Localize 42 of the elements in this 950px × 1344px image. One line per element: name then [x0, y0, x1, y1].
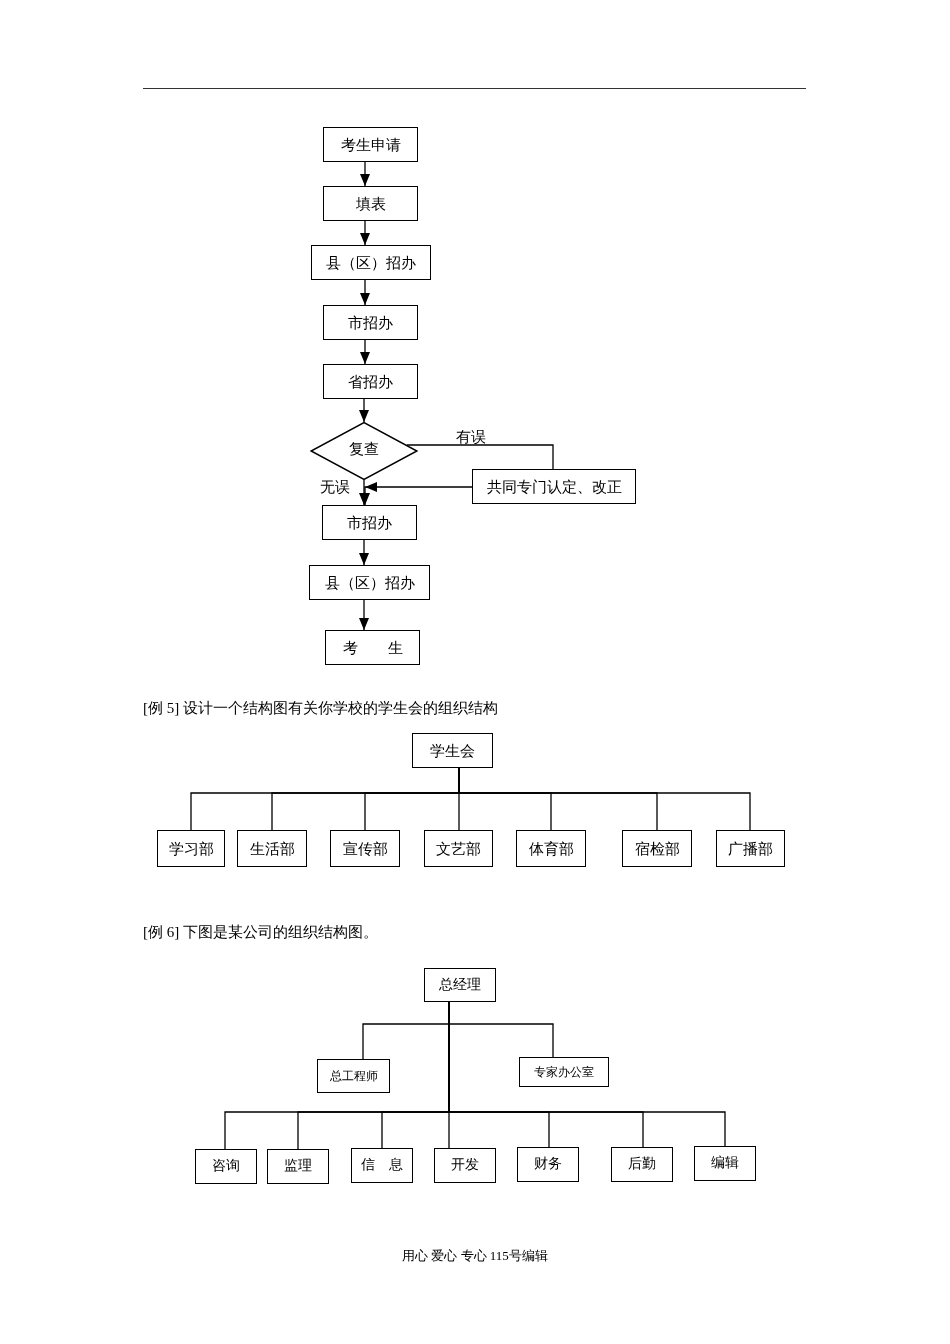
org-chart-box: 总工程师 — [317, 1059, 390, 1093]
arrow — [359, 539, 369, 566]
example-heading: [例 5] 设计一个结构图有关你学校的学生会的组织结构 — [143, 699, 498, 717]
org-chart-box: 咨询 — [195, 1149, 257, 1184]
org-chart-box: 专家办公室 — [519, 1057, 609, 1087]
arrow — [360, 339, 370, 365]
process-box: 省招办 — [323, 364, 418, 399]
decision-diamond: 复查 — [310, 422, 418, 480]
arrow — [359, 599, 369, 631]
edge-label: 无误 — [320, 478, 350, 496]
process-box: 县（区）招办 — [311, 245, 431, 280]
org-chart-box: 开发 — [434, 1148, 496, 1183]
arrow — [360, 279, 370, 306]
org-chart-box: 编辑 — [694, 1146, 756, 1181]
org-chart-box: 广播部 — [716, 830, 785, 867]
arrow — [360, 220, 370, 246]
org-chart-box: 财务 — [517, 1147, 579, 1182]
org-chart-box: 学习部 — [157, 830, 225, 867]
process-box: 市招办 — [323, 305, 418, 340]
process-box: 填表 — [323, 186, 418, 221]
process-box: 考生申请 — [323, 127, 418, 162]
org-chart-box: 监理 — [267, 1149, 329, 1184]
process-box: 共同专门认定、改正 — [472, 469, 636, 504]
org-chart-box: 宣传部 — [330, 830, 400, 867]
edge-label: 有误 — [456, 428, 486, 446]
process-box: 考 生 — [325, 630, 420, 665]
arrow — [360, 161, 370, 187]
org-chart-box: 信 息 — [351, 1148, 413, 1183]
footer-text: 用心 爱心 专心 115号编辑 — [402, 1248, 548, 1264]
arrow — [359, 398, 369, 423]
example-heading: [例 6] 下图是某公司的组织结构图。 — [143, 923, 378, 941]
arrow — [364, 482, 473, 506]
process-box: 市招办 — [322, 505, 417, 540]
org-chart-box: 学生会 — [412, 733, 493, 768]
org-chart-box: 体育部 — [516, 830, 586, 867]
org-chart-box: 生活部 — [237, 830, 307, 867]
org-chart-box: 后勤 — [611, 1147, 673, 1182]
org-chart-box: 总经理 — [424, 968, 496, 1002]
org-chart-box: 文艺部 — [424, 830, 493, 867]
org-chart-box: 宿检部 — [622, 830, 692, 867]
connector-line — [406, 444, 554, 470]
process-box: 县（区）招办 — [309, 565, 430, 600]
